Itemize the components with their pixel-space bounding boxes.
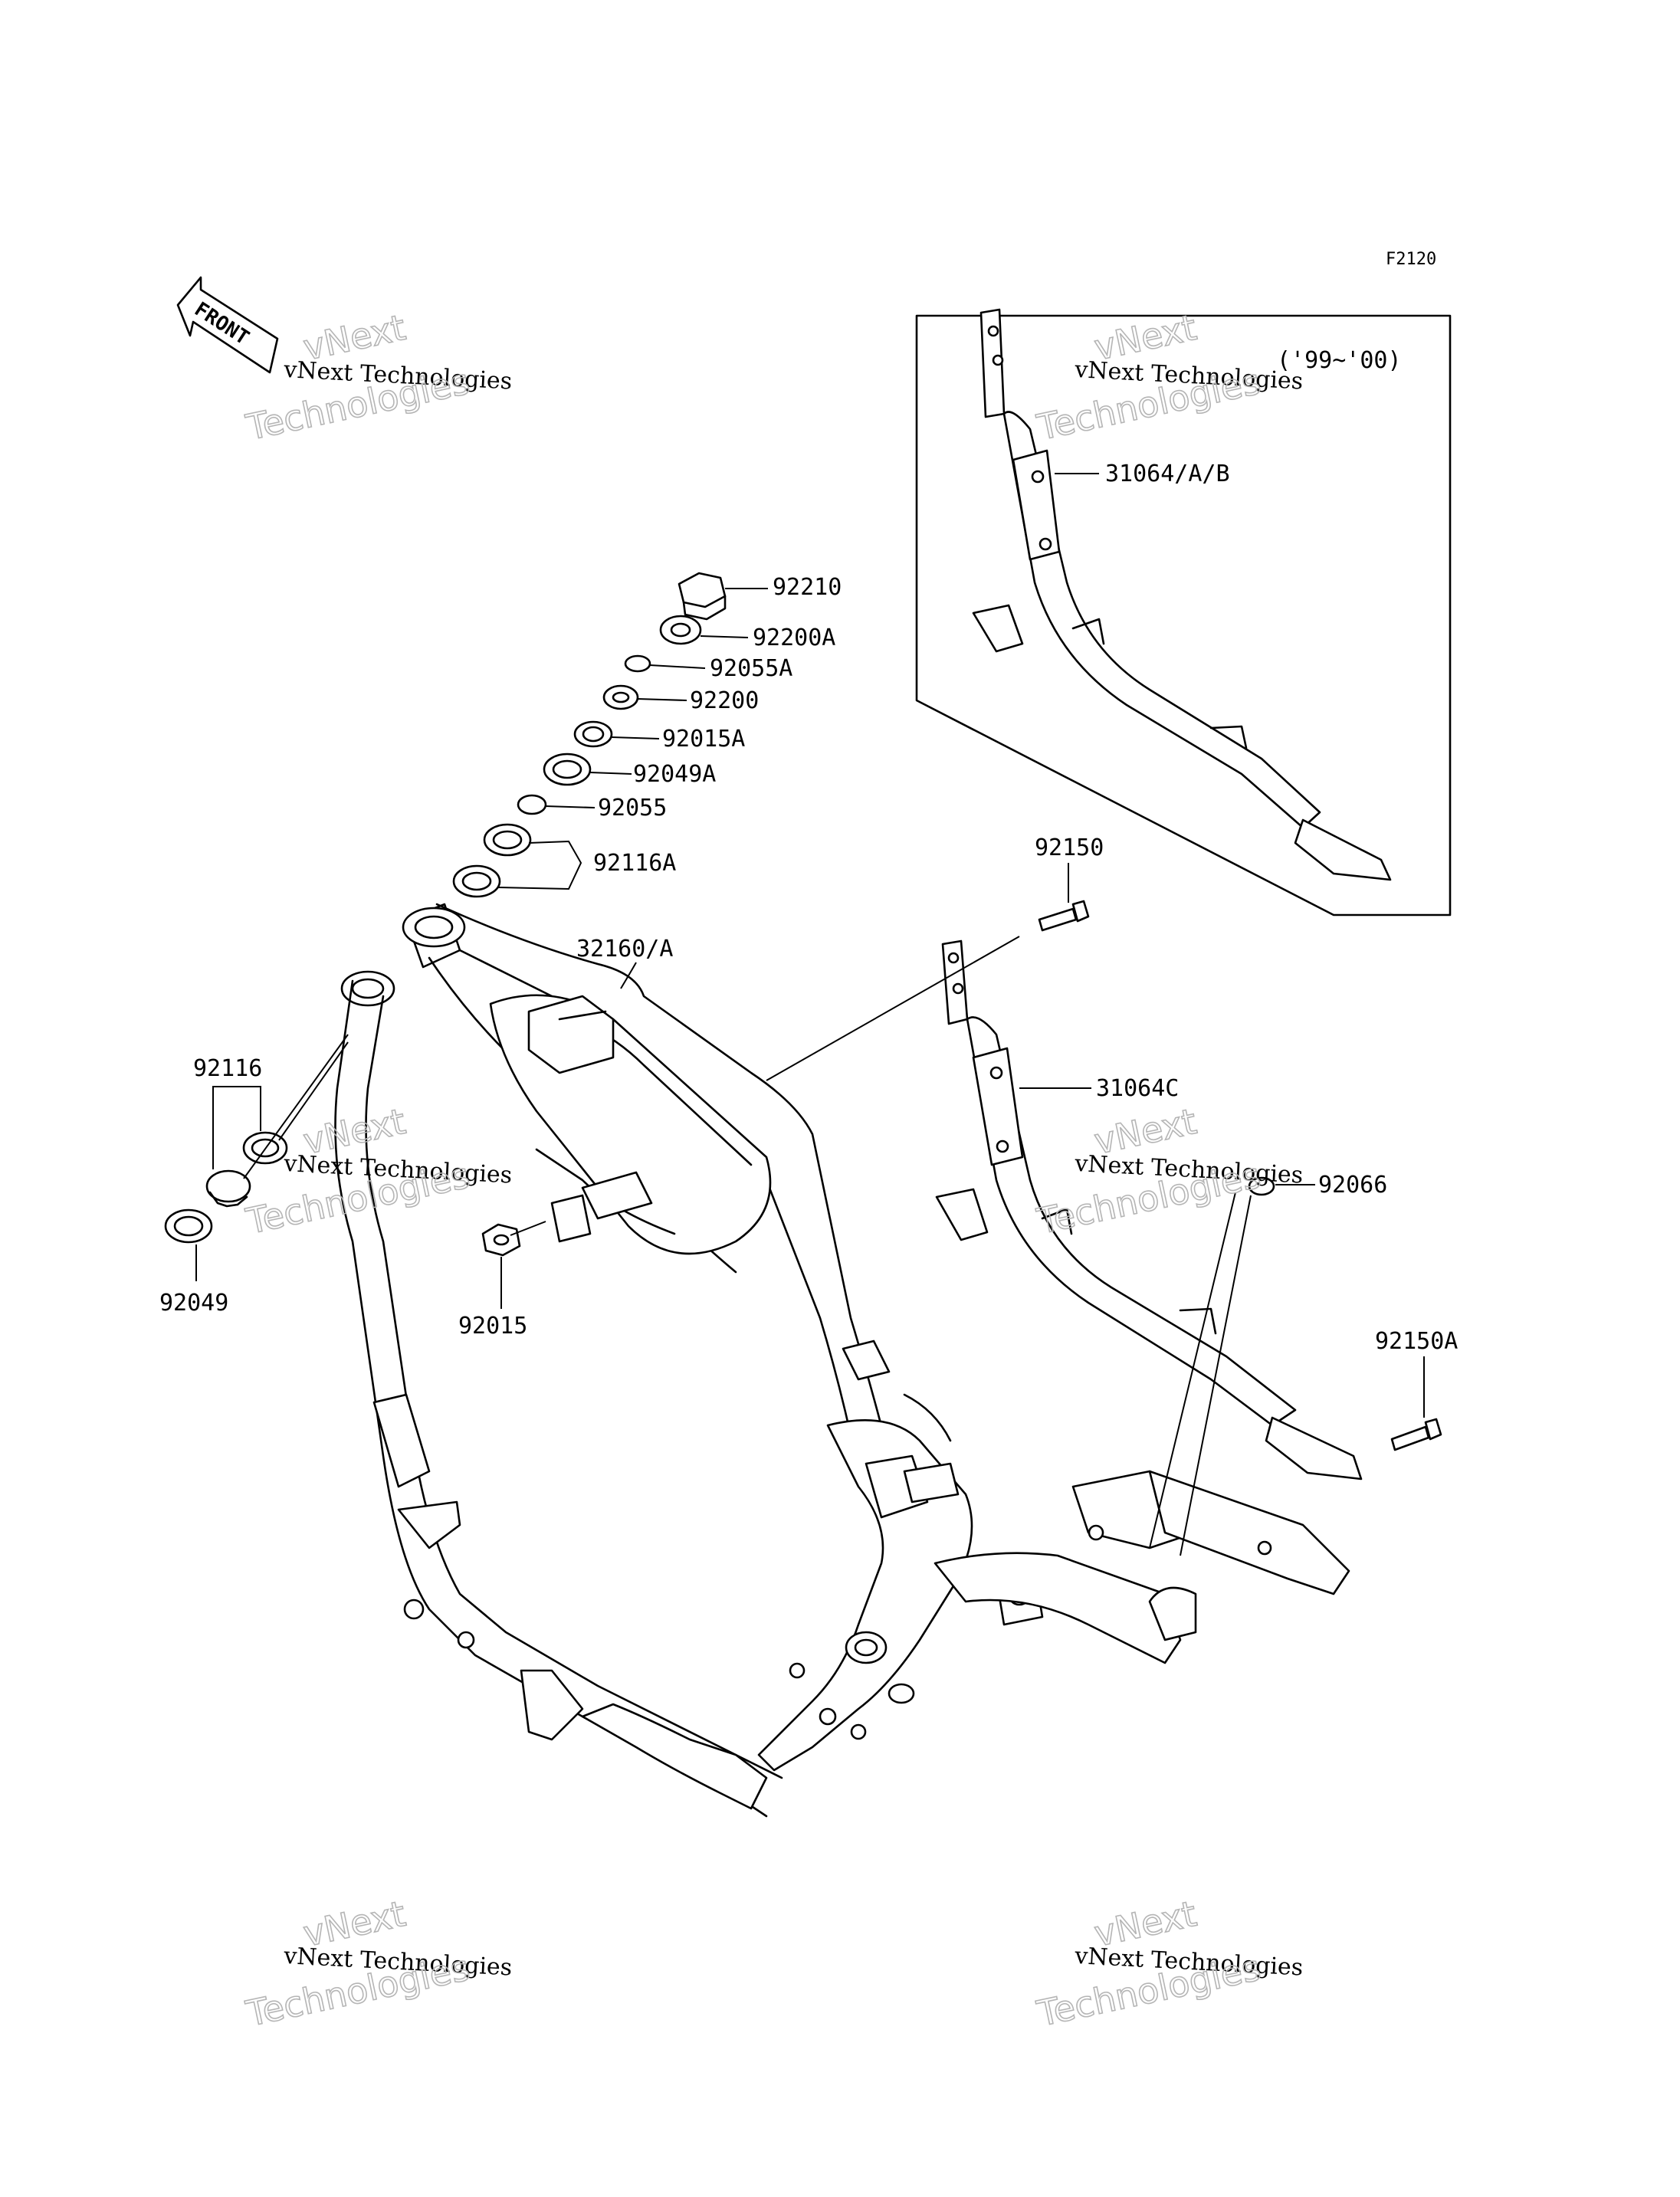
nut-92210 bbox=[678, 572, 727, 621]
subframe-31064c: 31064C bbox=[935, 939, 1363, 1481]
inset-box: ('99~'00) 31064/A/B bbox=[915, 308, 1452, 917]
main-frame-32160a: 32160/A bbox=[334, 903, 1350, 1818]
front-arrow-icon: FRONT bbox=[176, 276, 279, 374]
inset-year-note: ('99~'00) bbox=[1277, 347, 1402, 374]
nut-92015a bbox=[573, 720, 613, 748]
callout-92055: 92055 bbox=[598, 795, 667, 821]
bearing-92116a-upper bbox=[483, 823, 532, 857]
plug-92066: 92066 bbox=[1149, 1172, 1387, 1556]
callout-92049: 92049 bbox=[159, 1290, 228, 1317]
watermark-mid-right: vNext vNext Technologies Technologies bbox=[1032, 1100, 1304, 1243]
bolt-92150a: 92150A bbox=[1375, 1328, 1458, 1451]
watermark-top-left: vNext vNext Technologies Technologies bbox=[241, 306, 513, 449]
lower-bearing-set: 92116 92049 bbox=[159, 1034, 349, 1317]
callout-92015: 92015 bbox=[458, 1313, 527, 1340]
callout-92150a: 92150A bbox=[1375, 1328, 1458, 1355]
washer-92200a bbox=[659, 615, 702, 645]
bearing-92116-roller bbox=[205, 1169, 251, 1203]
bearing-92116a-lower bbox=[452, 864, 501, 898]
oring-92055a bbox=[624, 654, 651, 673]
seal-92049a bbox=[543, 753, 592, 786]
callout-31064ab: 31064/A/B bbox=[1105, 461, 1230, 487]
callout-92116: 92116 bbox=[193, 1055, 262, 1082]
callout-92015a: 92015A bbox=[662, 726, 745, 753]
callout-92055a: 92055A bbox=[710, 655, 792, 682]
subframe-31064-ab bbox=[972, 308, 1392, 881]
callout-92150: 92150 bbox=[1035, 835, 1104, 861]
callout-31064c: 31064C bbox=[1096, 1075, 1179, 1102]
steering-stem-stack: 92210 92200A 92055A 92200 92015A 92049A … bbox=[452, 572, 842, 898]
watermark-bottom-right: vNext vNext Technologies Technologies bbox=[1032, 1892, 1304, 2035]
nut-92015: 92015 bbox=[458, 1221, 546, 1340]
callout-92116a: 92116A bbox=[593, 850, 676, 877]
watermark-bottom-left: vNext vNext Technologies Technologies bbox=[241, 1892, 513, 2035]
callout-92200: 92200 bbox=[690, 687, 759, 714]
bolt-92150: 92150 bbox=[766, 835, 1104, 1081]
callout-92049a: 92049A bbox=[633, 761, 716, 788]
oring-92055 bbox=[517, 794, 547, 815]
lockwasher-92200 bbox=[602, 684, 639, 710]
callout-32160a: 32160/A bbox=[576, 936, 673, 962]
seal-92049 bbox=[164, 1208, 213, 1244]
callout-92200a: 92200A bbox=[753, 625, 835, 651]
callout-92210: 92210 bbox=[773, 574, 842, 601]
watermark-top-right: vNext vNext Technologies Technologies bbox=[1032, 306, 1304, 449]
callout-92066: 92066 bbox=[1318, 1172, 1387, 1199]
sheet-code: F2120 bbox=[1386, 250, 1436, 269]
